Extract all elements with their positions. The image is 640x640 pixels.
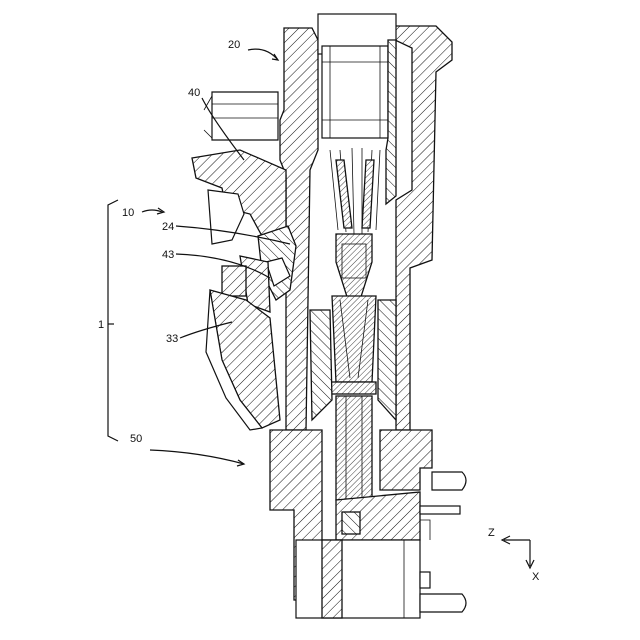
label-33: 33 (166, 333, 178, 345)
axis-indicator (502, 536, 534, 568)
label-43: 43 (162, 249, 174, 261)
center-contact (310, 234, 396, 420)
label-10: 10 (122, 207, 134, 219)
label-40: 40 (188, 87, 200, 99)
label-1: 1 (98, 319, 104, 331)
bracket-40 (192, 92, 286, 244)
axis-z-label: Z (488, 527, 495, 539)
axis-x-label: X (532, 571, 540, 583)
label-20: 20 (228, 39, 240, 51)
label-50: 50 (130, 433, 142, 445)
label-24: 24 (162, 221, 174, 233)
